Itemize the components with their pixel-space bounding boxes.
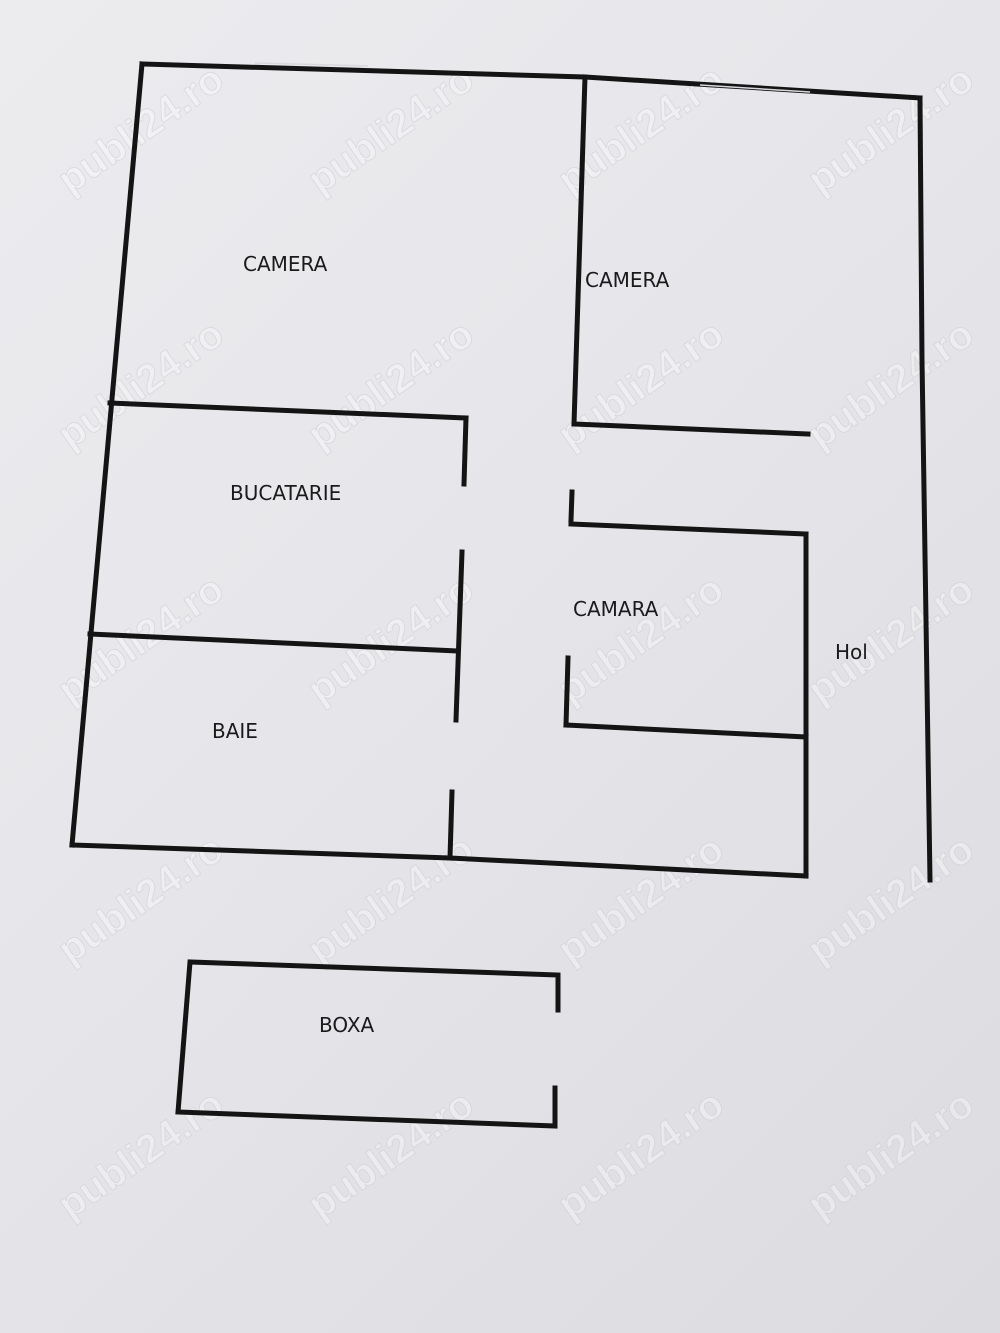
watermark: publi24.ro xyxy=(800,312,982,458)
baie-right-wall xyxy=(447,789,455,861)
watermark: publi24.ro xyxy=(800,57,982,203)
watermark: publi24.ro xyxy=(800,827,982,973)
watermark: publi24.ro xyxy=(300,312,482,458)
window-mark xyxy=(699,84,811,93)
camara-left-wall xyxy=(563,655,571,728)
room-label-baie: BAIE xyxy=(212,719,258,743)
bucatarie-right-wall-upper xyxy=(461,415,469,487)
watermark: publi24.ro xyxy=(550,827,732,973)
room-label-camera-1: CAMERA xyxy=(243,252,328,276)
watermark: publi24.ro xyxy=(300,827,482,973)
walls xyxy=(69,61,933,1129)
room-label-hol: Hol xyxy=(835,640,868,664)
watermark: publi24.ro xyxy=(550,567,732,713)
bucatarie-right-wall-lower xyxy=(453,549,465,723)
room-label-boxa: BOXA xyxy=(319,1013,375,1037)
watermark: publi24.ro xyxy=(300,1082,482,1228)
camera-2-left-wall xyxy=(571,74,588,427)
bucatarie-bottom-wall xyxy=(87,631,461,654)
outer-top-wall xyxy=(139,61,923,101)
camera-1-bottom-wall xyxy=(107,400,469,421)
room-label-camara: CAMARA xyxy=(573,597,659,621)
camara-bottom-wall xyxy=(563,722,809,740)
room-label-bucatarie: BUCATARIE xyxy=(230,481,341,505)
room-label-camera-2: CAMERA xyxy=(585,268,670,292)
outer-right-wall xyxy=(917,95,933,883)
window-mark xyxy=(254,62,369,67)
watermark: publi24.ro xyxy=(550,1082,732,1228)
watermark: publi24.ro xyxy=(50,1082,232,1228)
watermark: publi24.ro xyxy=(800,1082,982,1228)
camara-door-jamb xyxy=(568,489,575,523)
watermark: publi24.ro xyxy=(50,312,232,458)
watermark: publi24.ro xyxy=(300,57,482,203)
window-marks xyxy=(254,62,811,93)
camara-top-wall xyxy=(568,521,809,537)
watermark: publi24.ro xyxy=(300,567,482,713)
room-labels: CAMERA CAMERA BUCATARIE CAMARA Hol BAIE … xyxy=(212,252,868,1037)
boxa-walls-top xyxy=(175,959,561,1129)
camera-2-bottom-wall xyxy=(571,421,811,437)
watermark: publi24.ro xyxy=(800,567,982,713)
outer-left-wall xyxy=(69,61,145,848)
